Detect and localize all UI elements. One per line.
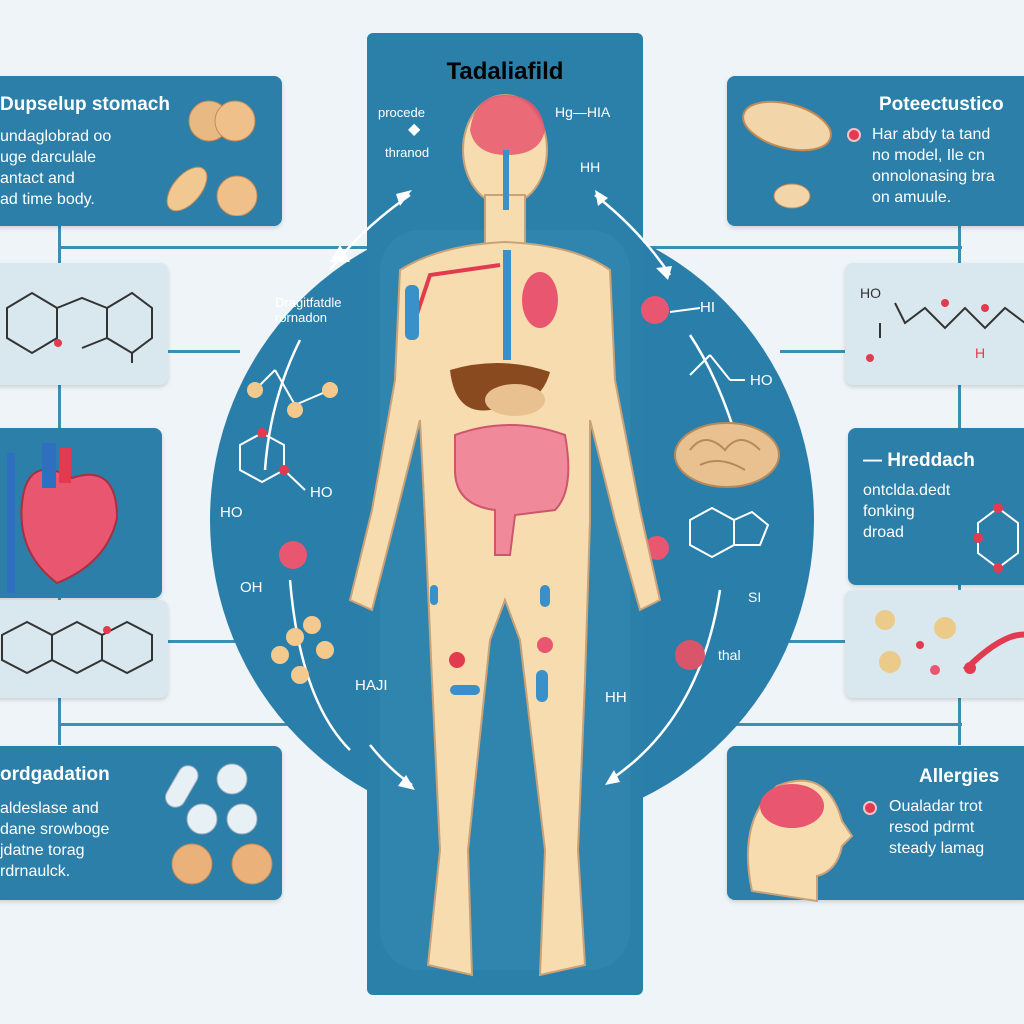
card-title: Poteectustico <box>879 94 1004 115</box>
head-label: thranod <box>385 145 430 160</box>
circle-label: HO <box>750 372 773 389</box>
stomach-icon <box>522 272 558 328</box>
card-title: ordgadation <box>0 764 110 785</box>
head-label: procede <box>378 105 425 120</box>
arrow-icon <box>594 194 672 276</box>
circle-label: Dragitfatdle rornadon <box>275 295 342 325</box>
card-headache: — Hreddach ontclda.dedt fonking droad <box>848 428 1024 585</box>
molecule-card <box>0 263 168 385</box>
card-text: aldeslase and dane srowboge jdatne torag… <box>0 800 110 880</box>
connector <box>160 350 240 353</box>
diamond-icon: ◆ <box>408 121 421 138</box>
intestine-icon <box>454 424 570 556</box>
svg-text:H: H <box>975 345 985 361</box>
brain-icon <box>674 422 780 488</box>
connector <box>160 640 240 643</box>
connector <box>642 246 962 249</box>
connector <box>58 246 368 249</box>
card-upset-stomach: Dupselup stomach undaglobrad oo uge darc… <box>0 76 282 226</box>
card-title: — Hreddach <box>863 450 975 471</box>
circle-label: HI <box>700 299 715 316</box>
svg-text:HO: HO <box>860 285 881 301</box>
card-title: Dupselup stomach <box>0 94 170 115</box>
card-title: Allergies <box>919 766 1000 787</box>
circle-label: HO <box>220 504 243 521</box>
heart-icon <box>7 443 119 593</box>
pill-icon <box>742 100 832 209</box>
card-text: ontclda.dedt fonking droad <box>863 482 951 541</box>
circle-label: thal <box>718 647 741 663</box>
molecule-icon <box>1 620 153 675</box>
circle-label: SI <box>748 589 762 605</box>
card-text: Har abdy ta tand no model, Ile cn onnolo… <box>872 126 995 206</box>
pill-icon <box>166 100 258 216</box>
molecule-card: HO H <box>845 263 1024 385</box>
connector <box>58 723 368 726</box>
arrow-icon <box>263 339 302 471</box>
pill-icon <box>875 610 1024 675</box>
card-text: undaglobrad oo uge darculale antact and … <box>0 128 112 208</box>
head-label: Hg—HIA <box>555 104 611 120</box>
pills-card <box>845 590 1024 698</box>
head-label: HH <box>580 159 601 175</box>
brain-icon <box>470 95 545 155</box>
bullet-icon <box>863 801 877 815</box>
connector <box>642 723 962 726</box>
page-title: Tadaliafild <box>446 58 564 85</box>
circle-label: OH <box>240 579 263 596</box>
molecule-card <box>0 600 168 698</box>
pill-icon <box>165 763 273 885</box>
card-potential: Poteectustico Har abdy ta tand no model,… <box>727 76 1024 226</box>
card-allergies: Allergies Oualadar trot resod pdrmt stea… <box>727 746 1024 903</box>
card-degradation: ordgadation aldeslase and dane srowboge … <box>0 746 282 900</box>
circle-label: HH <box>605 689 627 706</box>
molecule-icon <box>6 291 153 363</box>
connector <box>780 350 850 353</box>
molecule-icon <box>973 503 1019 573</box>
atom-icon <box>247 296 705 684</box>
heart-card <box>0 428 162 598</box>
connector <box>780 640 850 643</box>
arrow-icon <box>288 579 351 751</box>
circle-label: HO <box>310 484 333 501</box>
head-profile-icon <box>746 779 854 903</box>
molecule-icon: HO H <box>860 285 1024 362</box>
bullet-icon <box>847 128 861 142</box>
card-text: Oualadar trot resod pdrmt steady lamag <box>889 798 985 857</box>
arrow-icon <box>609 589 722 782</box>
circle-label: HAJI <box>355 677 388 694</box>
